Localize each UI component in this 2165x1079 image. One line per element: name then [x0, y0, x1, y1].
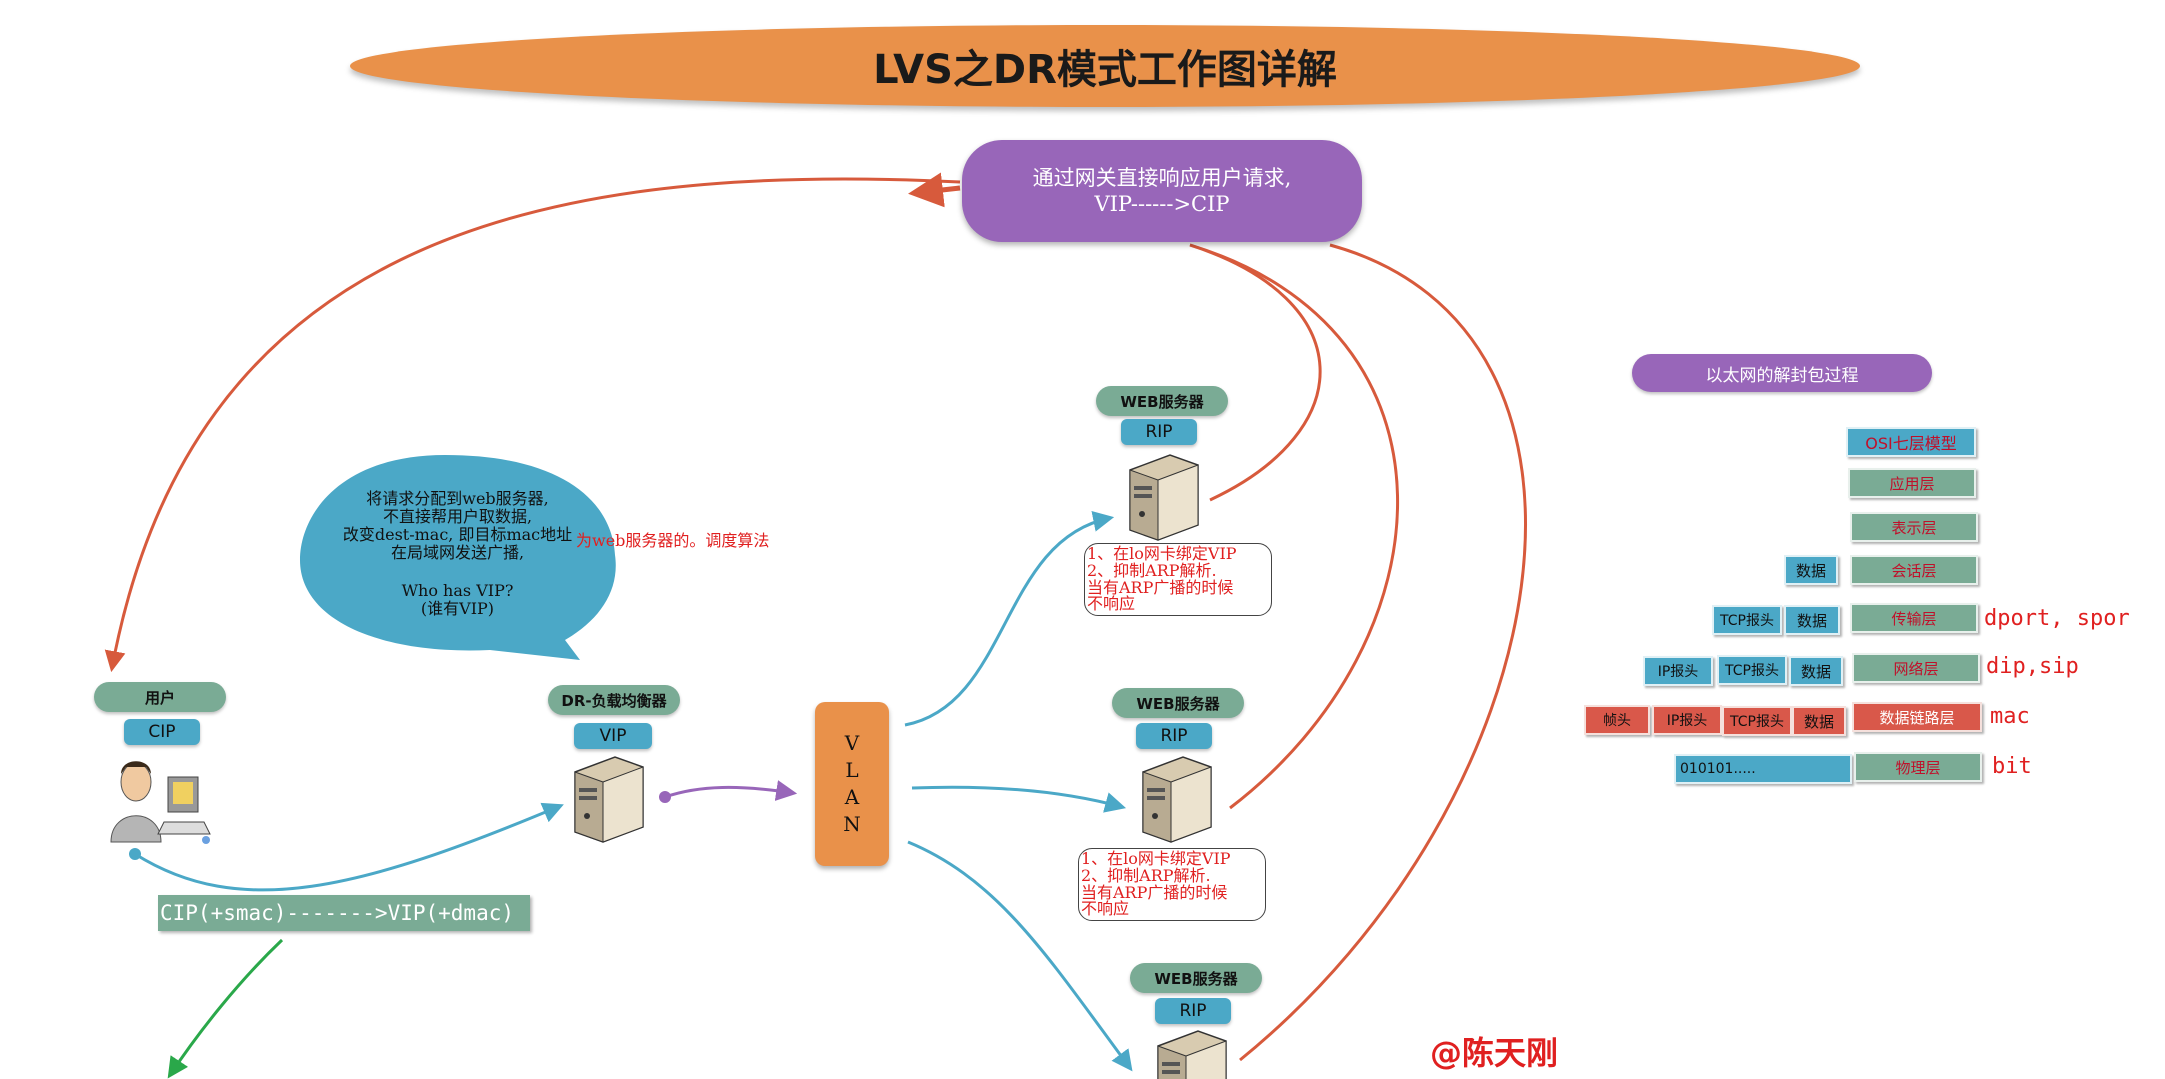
- bubble-line6: (谁有VIP): [420, 598, 495, 618]
- user-ip: CIP: [124, 719, 200, 745]
- response-arrow-head: [908, 172, 961, 208]
- datalink-tcp-head-block: TCP报头: [1722, 706, 1792, 736]
- response-box-line2: VIP------>CIP: [1094, 192, 1230, 216]
- osi-header: 以太网的解封包过程: [1632, 354, 1932, 392]
- bubble-line1: 将请求分配到web服务器,: [366, 489, 549, 508]
- diagram-title: LVS之DR模式工作图详解: [350, 25, 1860, 107]
- director-server-icon: [574, 756, 644, 843]
- datalink-ip-head-block: IP报头: [1652, 705, 1722, 735]
- user-to-director-curve: [134, 802, 564, 892]
- server1-return-curve: [1189, 243, 1322, 502]
- user-flow-origin-dot: [129, 848, 141, 860]
- server3-return-curve: [1239, 243, 1527, 1062]
- osi-title: OSI七层模型: [1846, 427, 1976, 457]
- web-server-1-note: 1、在lo网卡绑定VIP 2、抑制ARP解析. 当有ARP广播的时候 不响应: [1084, 543, 1272, 617]
- web-server-2-note-line1: 1、在lo网卡绑定VIP: [1081, 849, 1231, 868]
- server2-return-curve: [1189, 243, 1399, 810]
- web-server-1-note-line1: 1、在lo网卡绑定VIP: [1087, 544, 1237, 563]
- osi-layer-physical: 物理层: [1854, 752, 1982, 782]
- bubble-line2: 不直接帮用户取数据,: [382, 506, 533, 526]
- transport-tcp-head-block: TCP报头: [1712, 605, 1782, 635]
- vlan-to-server2-curve: [911, 785, 1127, 813]
- web-server-3-ip: RIP: [1155, 998, 1231, 1024]
- web-server-2-ip: RIP: [1136, 723, 1212, 749]
- vlan-to-server1-curve: [904, 511, 1115, 727]
- vlan-letter-v: V: [844, 731, 860, 755]
- session-data-block: 数据: [1784, 555, 1838, 585]
- datalink-frame-head-block: 帧头: [1584, 705, 1650, 735]
- web-server-2-note-line2: 2、抑制ARP解析.: [1081, 865, 1211, 885]
- speech-bubble: [300, 455, 616, 660]
- web-server-1-icon: [1129, 454, 1199, 541]
- transport-side-label: dport, spor: [1984, 606, 2130, 631]
- green-down-arrow: [167, 938, 284, 1079]
- web-server-1-note-line2: 2、抑制ARP解析.: [1087, 560, 1217, 580]
- response-box-line1: 通过网关直接响应用户请求,: [1032, 165, 1292, 190]
- director-flow-origin-dot: [659, 791, 671, 803]
- bubble-text: 将请求分配到web服务器, 不直接帮用户取数据, 改变dest-mac, 即目标…: [300, 490, 615, 617]
- network-ip-head-block: IP报头: [1643, 656, 1713, 686]
- web-server-1-note-line3: 当有ARP广播的时候: [1087, 577, 1234, 597]
- bubble-overflow-text: 为web服务器的。调度算法: [576, 531, 770, 550]
- web-server-2-note-line3: 当有ARP广播的时候: [1081, 882, 1228, 902]
- network-side-label: dip,sip: [1986, 654, 2079, 679]
- web-server-2-label: WEB服务器: [1112, 688, 1244, 718]
- web-server-2-icon: [1142, 756, 1212, 843]
- user-computer-icon: [110, 761, 211, 844]
- director-ip: VIP: [574, 723, 652, 749]
- web-server-3-label: WEB服务器: [1130, 963, 1262, 993]
- web-server-2-note: 1、在lo网卡绑定VIP 2、抑制ARP解析. 当有ARP广播的时候 不响应: [1078, 848, 1266, 922]
- director-label: DR-负载均衡器: [548, 685, 680, 715]
- bubble-line4: 在局域网发送广播,: [390, 542, 525, 562]
- response-box: 通过网关直接响应用户请求, VIP------>CIP: [962, 140, 1362, 242]
- physical-side-label: bit: [1992, 754, 2032, 779]
- web-server-1-ip: RIP: [1121, 419, 1197, 445]
- cip-flow-label: CIP(+smac)------->VIP(+dmac): [158, 895, 530, 931]
- osi-layer-transport: 传输层: [1850, 603, 1978, 633]
- vlan-box: V L A N: [815, 702, 889, 866]
- vlan-letter-n: N: [843, 812, 861, 836]
- vlan-letter-a: A: [844, 785, 860, 809]
- vlan-to-server3-curve: [907, 840, 1133, 1072]
- osi-layer-datalink: 数据链路层: [1852, 702, 1982, 732]
- web-server-1-note-line4: 不响应: [1087, 594, 1136, 614]
- web-server-3-icon: [1157, 1030, 1227, 1079]
- network-data-block: 数据: [1789, 656, 1843, 686]
- osi-layer-session: 会话层: [1850, 555, 1978, 585]
- response-curve: [104, 177, 961, 673]
- physical-bits-block: 010101.....: [1674, 754, 1852, 784]
- user-label: 用户: [94, 682, 226, 712]
- vlan-letter-l: L: [845, 758, 859, 782]
- web-server-1-label: WEB服务器: [1096, 386, 1228, 416]
- web-server-2-note-line4: 不响应: [1081, 899, 1130, 919]
- watermark: @陈天刚: [1430, 1034, 1559, 1072]
- datalink-side-label: mac: [1990, 704, 2030, 729]
- datalink-data-block: 数据: [1792, 706, 1846, 736]
- network-tcp-head-block: TCP报头: [1717, 655, 1787, 685]
- osi-layer-presentation: 表示层: [1850, 512, 1978, 542]
- osi-layer-network: 网络层: [1852, 653, 1980, 683]
- bubble-line3: 改变dest-mac, 即目标mac地址: [342, 524, 573, 544]
- transport-data-block: 数据: [1784, 605, 1840, 635]
- director-to-vlan-curve: [664, 780, 798, 801]
- osi-layer-application: 应用层: [1848, 468, 1976, 498]
- bubble-line5: Who has VIP?: [401, 580, 514, 600]
